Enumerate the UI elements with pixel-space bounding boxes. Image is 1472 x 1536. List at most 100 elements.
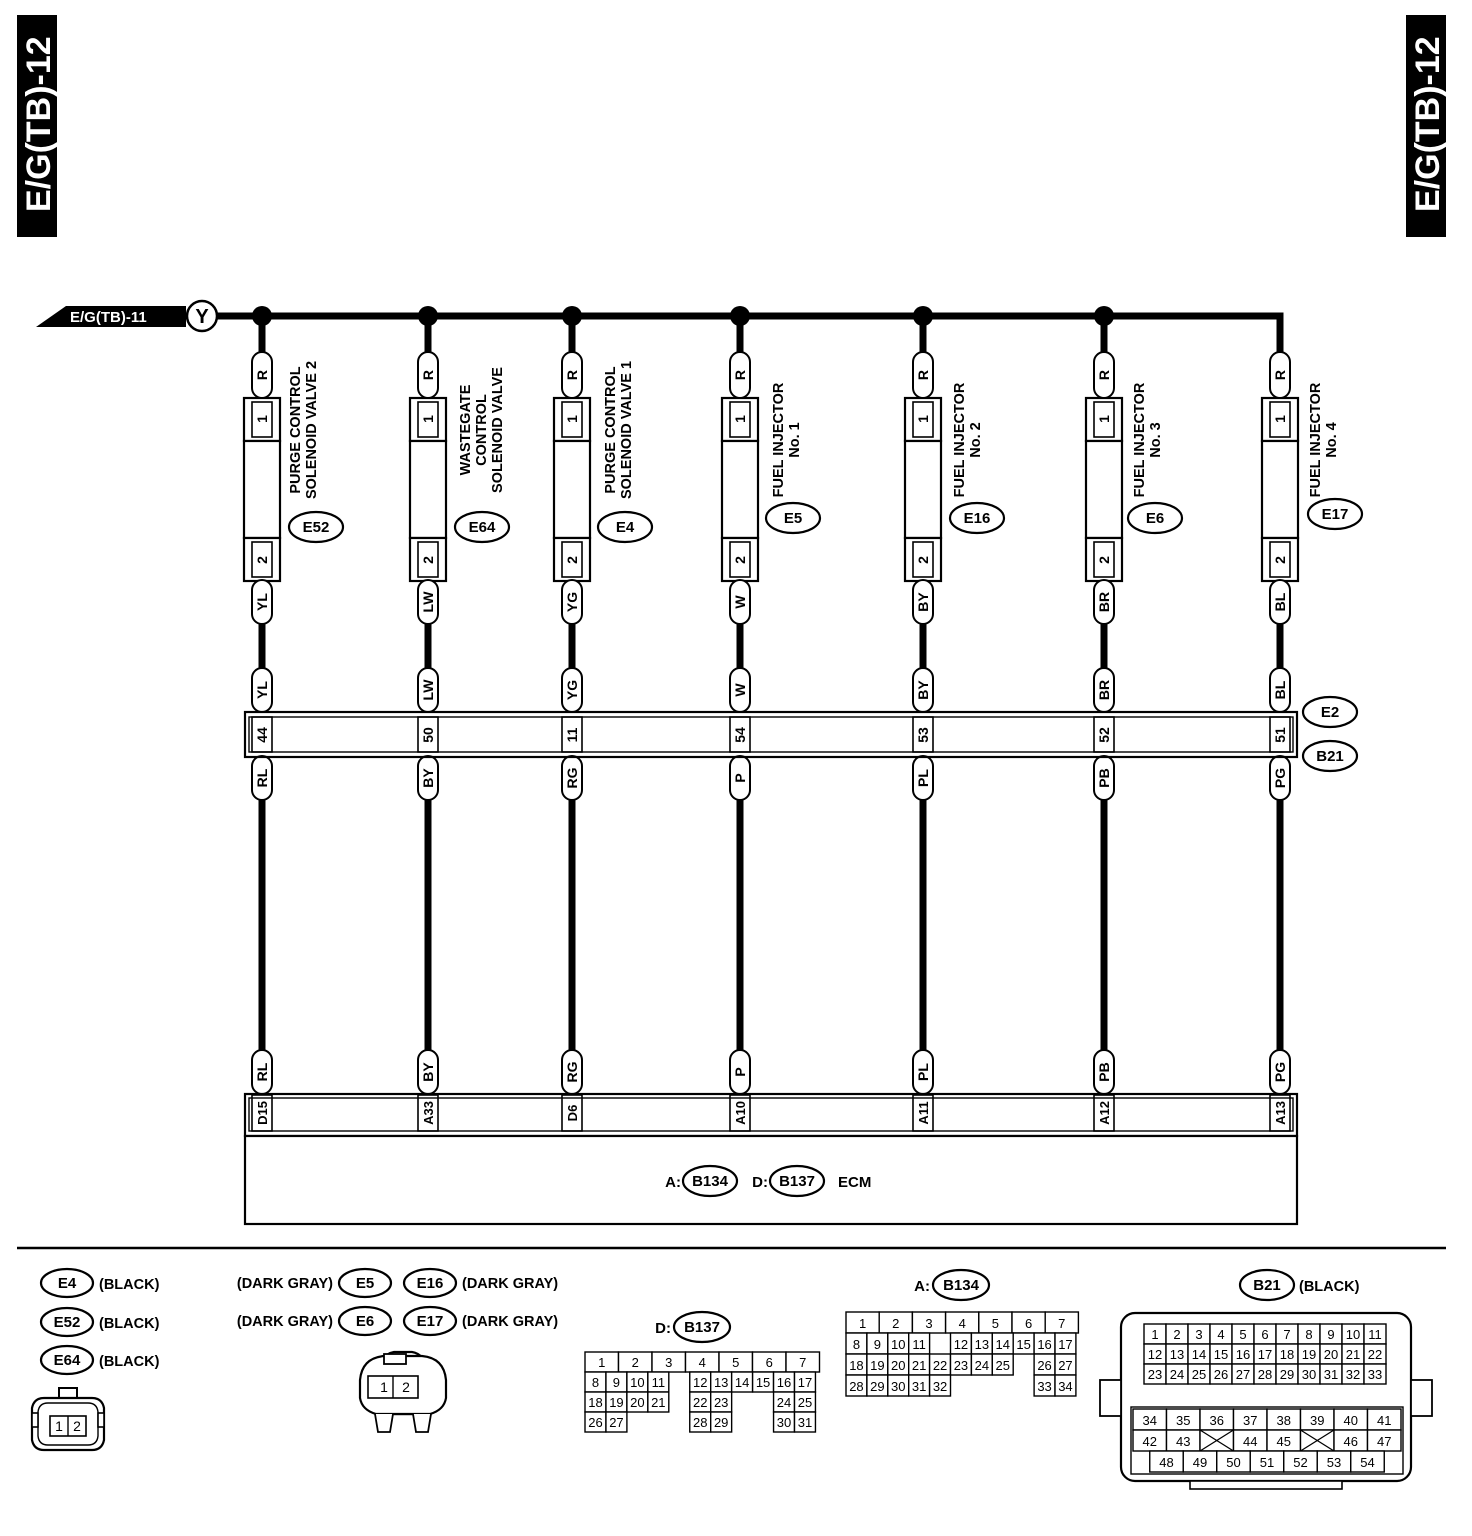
wire-color-b21: RG <box>561 755 583 801</box>
component-connector-oval: E6 <box>1126 501 1184 535</box>
pin-cell: 11 <box>908 1332 931 1355</box>
pin-number: 19 <box>870 1358 884 1373</box>
component-connector-oval: E17 <box>1306 497 1364 531</box>
legend-e4-label: E4 <box>58 1275 77 1292</box>
pin-number: 22 <box>1368 1347 1382 1362</box>
wire-color-e2-text: BY <box>915 680 931 700</box>
component-pin-box <box>561 541 583 578</box>
component-pin-2: 2 <box>732 556 748 564</box>
component-name-line: PURGE CONTROL <box>288 366 304 493</box>
pin-cell: 19 <box>1297 1343 1321 1365</box>
wire-color-upper: BL <box>1269 579 1291 625</box>
pin-number: 1 <box>859 1316 866 1331</box>
wire-color-top-r-text: R <box>915 370 931 380</box>
pin-number: 31 <box>912 1379 926 1394</box>
legend-e17-oval: E17 <box>402 1305 458 1337</box>
pin-cell: 9 <box>605 1371 628 1393</box>
component-pin-box <box>251 401 273 438</box>
legend-e52-oval: E52 <box>39 1306 95 1338</box>
pin-cell: 26 <box>1033 1353 1056 1376</box>
ecm-conn-d-label: B137 <box>779 1173 815 1190</box>
component-body <box>1084 439 1124 540</box>
pin-cell: 37 <box>1232 1408 1268 1431</box>
wire-color-ecm: RG <box>561 1049 583 1095</box>
splice-dot <box>730 306 750 326</box>
pin-cell: 34 <box>1132 1408 1168 1431</box>
component-connector-oval: E5 <box>764 501 822 535</box>
wire-color-e2: YL <box>251 667 273 713</box>
pin-number: 6 <box>1025 1316 1032 1331</box>
legend-d-prefix: D: <box>655 1320 671 1337</box>
pin-cell: 27 <box>1054 1353 1077 1376</box>
pin-number: 54 <box>1360 1455 1374 1470</box>
wire-color-top-r: R <box>912 351 934 399</box>
pin-cell: 23 <box>949 1353 973 1376</box>
component-name-line: PURGE CONTROL <box>603 366 619 493</box>
pin-number: 23 <box>954 1358 968 1373</box>
component-pin-1: 1 <box>732 415 748 423</box>
component-pin-box <box>417 541 439 578</box>
pin-number: 14 <box>1192 1347 1206 1362</box>
pin-number: 8 <box>1305 1327 1312 1342</box>
legend-gray-pin-1: 1 <box>380 1379 388 1395</box>
pin-cell: 30 <box>772 1411 796 1433</box>
pin-cell: 28 <box>845 1374 868 1397</box>
pin-cell: 53 <box>1316 1450 1352 1473</box>
wire-color-upper-text: YL <box>254 593 270 611</box>
pin-cell: 11 <box>1363 1323 1387 1345</box>
junction-connector: E2 B21 <box>243 695 1359 773</box>
pin-number: 9 <box>874 1337 881 1352</box>
ecm-block: A: B134 D: B137 ECM <box>243 1092 1299 1226</box>
pin-number: 6 <box>766 1355 773 1370</box>
wire-color-b21: RL <box>251 755 273 801</box>
wire-color-ecm: P <box>729 1049 751 1095</box>
wire-color-b21-text: PB <box>1096 768 1112 787</box>
wire-color-b21-text: P <box>732 773 748 782</box>
ecm-conn-a-oval: B134 <box>681 1164 739 1198</box>
pin-number: 29 <box>714 1415 728 1430</box>
legend-e4-color: (BLACK) <box>99 1277 160 1293</box>
ecm-name: ECM <box>838 1174 871 1191</box>
pin-number: 2 <box>632 1355 639 1370</box>
pin-cell: 29 <box>710 1411 733 1433</box>
pin-number: 21 <box>1346 1347 1360 1362</box>
pin-number: 10 <box>630 1375 644 1390</box>
page-tag-left-text: E/G(TB)-12 <box>20 36 58 212</box>
component-name-line: No. 3 <box>1148 422 1164 457</box>
splice-dot <box>1094 306 1114 326</box>
wire-color-top-r-text: R <box>1272 370 1288 380</box>
component-name-line: SOLENOID VALVE 1 <box>619 361 635 499</box>
component-body <box>408 439 448 540</box>
pin-cell: 28 <box>689 1411 712 1433</box>
pin-number: 53 <box>1327 1455 1341 1470</box>
pin-number: 41 <box>1377 1413 1391 1428</box>
pin-number: 3 <box>1195 1327 1202 1342</box>
page-tag-left: E/G(TB)-12 <box>17 15 58 237</box>
pin-cell: 7 <box>1044 1311 1080 1334</box>
pin-cell: 5 <box>978 1311 1013 1334</box>
legend-e16-label: E16 <box>417 1275 444 1292</box>
wire-color-top-r: R <box>1093 351 1115 399</box>
pin-cell: 17 <box>1054 1332 1077 1355</box>
component-pin-1: 1 <box>1272 415 1288 423</box>
pin-cell: 22 <box>928 1353 952 1376</box>
pin-cell: 15 <box>1209 1343 1233 1365</box>
pin-cell: 8 <box>845 1332 868 1355</box>
legend-b134-label: B134 <box>943 1277 980 1294</box>
wire-color-b21: P <box>729 755 751 801</box>
pin-cell: 6 <box>751 1351 787 1373</box>
pin-cell: 3 <box>911 1311 947 1334</box>
component-connector-label: E4 <box>616 519 635 536</box>
wire-color-ecm: PG <box>1269 1049 1291 1095</box>
pin-cell: 22 <box>689 1391 712 1413</box>
pin-number: 1 <box>598 1355 605 1370</box>
legend-e17-color: (DARK GRAY) <box>462 1314 558 1330</box>
pin-cell: 12 <box>949 1332 973 1355</box>
pin-number: 14 <box>735 1375 749 1390</box>
pin-cell: 10 <box>887 1332 910 1355</box>
wire-color-b21: PL <box>912 755 934 801</box>
wire-color-top-r: R <box>561 351 583 399</box>
component-body <box>552 439 592 540</box>
pin-number: 29 <box>1280 1367 1294 1382</box>
